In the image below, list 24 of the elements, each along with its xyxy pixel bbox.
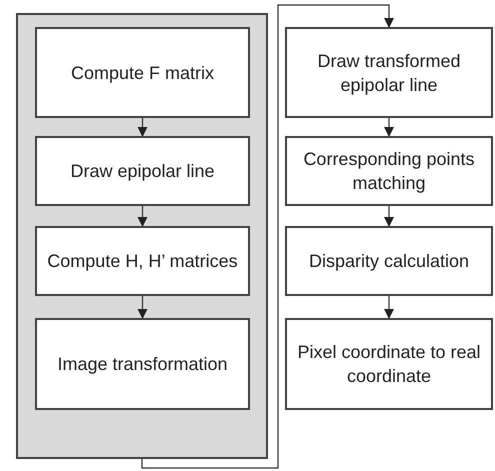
box-label: Draw epipolar line: [69, 160, 216, 183]
process-box: [285, 318, 493, 410]
arrow: [384, 118, 394, 137]
box-label: Draw transformed epipolar line: [316, 50, 462, 96]
box-label: Corresponding points matching: [302, 148, 476, 195]
process-box: [285, 27, 493, 118]
arrow: [138, 296, 148, 319]
box-label: Compute H, H’ matrices: [46, 250, 239, 273]
box-label: Image transformation: [56, 353, 229, 376]
process-box: [285, 226, 493, 296]
group-panel: [16, 13, 268, 459]
box-label: Pixel coordinate to real coordinate: [296, 341, 482, 388]
process-box: [285, 136, 493, 206]
arrow: [384, 296, 394, 319]
arrow: [141, 4, 394, 469]
box-label: Compute F matrix: [70, 62, 216, 84]
arrow: [138, 118, 148, 137]
process-box: [35, 226, 250, 296]
box-label: Disparity calculation: [308, 250, 470, 273]
arrow: [384, 206, 394, 227]
arrow: [138, 206, 148, 227]
process-box: [35, 136, 250, 206]
process-box: [35, 318, 250, 410]
process-box: [35, 27, 250, 118]
